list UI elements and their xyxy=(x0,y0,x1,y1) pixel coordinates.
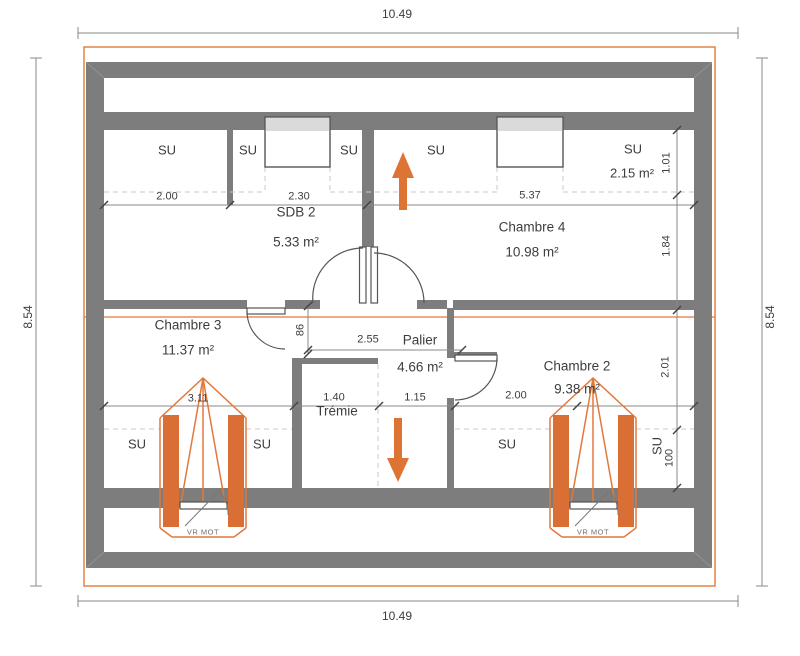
wall-sdb2-chambre4 xyxy=(362,130,374,247)
room-name-chambre3: Chambre 3 xyxy=(154,317,222,333)
dim-bottom-311: 3.11 xyxy=(187,392,209,405)
door-arc-sdb2 xyxy=(312,247,364,304)
dimension-ticks xyxy=(99,125,699,493)
dim-right-201: 2.01 xyxy=(659,356,672,378)
dim-overall-right: 8.54 xyxy=(763,305,777,329)
dormer-right-post-left xyxy=(553,415,569,527)
su-label: SU xyxy=(649,436,665,456)
left-gable-wall xyxy=(86,62,104,568)
dormer-right-window-swing xyxy=(574,490,619,527)
dim-landing-255: 2.55 xyxy=(357,333,379,346)
dormer-right-post-right xyxy=(618,415,634,527)
wall-mid-center-left xyxy=(285,300,320,309)
dim-right-100: 100 xyxy=(663,448,676,468)
room-area-sdb2: 5.33 m² xyxy=(273,234,319,250)
outer-dimension-lines xyxy=(30,27,768,607)
bottom-knee-wall xyxy=(104,488,694,508)
windows xyxy=(264,116,564,168)
dim-bottom-140: 1.40 xyxy=(323,391,345,404)
top-eave-band xyxy=(86,62,712,78)
room-area-chambre4: 10.98 m² xyxy=(505,244,559,260)
su-label: SU xyxy=(157,142,177,158)
wall-palier-chambre2-lower xyxy=(447,398,454,488)
dormer-left xyxy=(159,376,247,538)
door-leaf-sdb2 xyxy=(358,246,367,304)
door-arc-chambre2 xyxy=(454,357,498,401)
wall-palier-chambre2-upper xyxy=(447,308,454,358)
doors xyxy=(246,246,498,401)
door-leaf-chambre3 xyxy=(246,307,286,315)
su-area-label: 2.15 m² xyxy=(609,165,655,181)
dormer-left-post-right xyxy=(228,415,244,527)
dim-overall-top: 10.49 xyxy=(381,7,413,21)
room-name-chambre2: Chambre 2 xyxy=(543,358,611,374)
right-gable-wall xyxy=(694,62,712,568)
wall-stub-su xyxy=(227,130,233,205)
dormer-right xyxy=(549,376,637,538)
vr-mot-label-left: VR MOT xyxy=(186,527,220,537)
dim-top-200: 2.00 xyxy=(156,190,178,203)
su-label: SU xyxy=(426,142,446,158)
door-arc-chambre4 xyxy=(373,252,425,304)
dim-right-184: 1.84 xyxy=(660,235,673,257)
su-label: SU xyxy=(623,141,643,157)
bottom-eave-band xyxy=(86,552,712,568)
su-label: SU xyxy=(127,436,147,452)
stairs-arrows xyxy=(387,152,414,482)
door-arc-chambre3 xyxy=(246,310,286,350)
room-name-sdb2: SDB 2 xyxy=(276,204,316,220)
room-name-tremie: Trémie xyxy=(316,403,358,419)
wall-mid-left xyxy=(104,300,247,309)
su-label: SU xyxy=(238,142,258,158)
door-leaf-chambre4 xyxy=(370,246,379,304)
stairs-down-arrow xyxy=(387,418,409,482)
room-area-chambre3: 11.37 m² xyxy=(161,342,215,358)
dim-bottom-115: 1.15 xyxy=(404,391,426,404)
room-name-chambre4: Chambre 4 xyxy=(498,219,566,235)
dim-overall-left: 8.54 xyxy=(21,305,35,329)
dim-right-101: 1.01 xyxy=(660,152,673,174)
room-area-chambre2: 9.38 m² xyxy=(554,381,600,397)
wall-mid-center-right xyxy=(417,300,447,309)
wall-tremie-top xyxy=(292,358,378,364)
corner-miters xyxy=(85,61,713,569)
su-label: SU xyxy=(497,436,517,452)
dim-overall-bottom: 10.49 xyxy=(381,609,413,623)
dim-top-537: 5.37 xyxy=(519,189,541,202)
su-label: SU xyxy=(252,436,272,452)
su-label: SU xyxy=(339,142,359,158)
dormer-right-window xyxy=(569,501,618,510)
room-name-palier: Palier xyxy=(402,332,438,348)
room-area-palier: 4.66 m² xyxy=(397,359,443,375)
dim-top-230: 2.30 xyxy=(288,190,310,203)
dormer-left-window xyxy=(179,501,228,510)
vr-mot-label-right: VR MOT xyxy=(576,527,610,537)
wall-tremie-left xyxy=(292,358,302,488)
dim-bottom-200: 2.00 xyxy=(505,389,527,402)
dashed-height-lines xyxy=(104,167,694,488)
top-knee-wall xyxy=(104,112,694,130)
dim-passage-86: 86 xyxy=(294,323,307,337)
door-leaf-chambre2 xyxy=(454,354,498,362)
dormer-left-window-swing xyxy=(184,490,229,527)
wall-chambre2-top xyxy=(453,300,694,310)
dormer-left-post-left xyxy=(163,415,179,527)
stairs-up-arrow xyxy=(392,152,414,210)
